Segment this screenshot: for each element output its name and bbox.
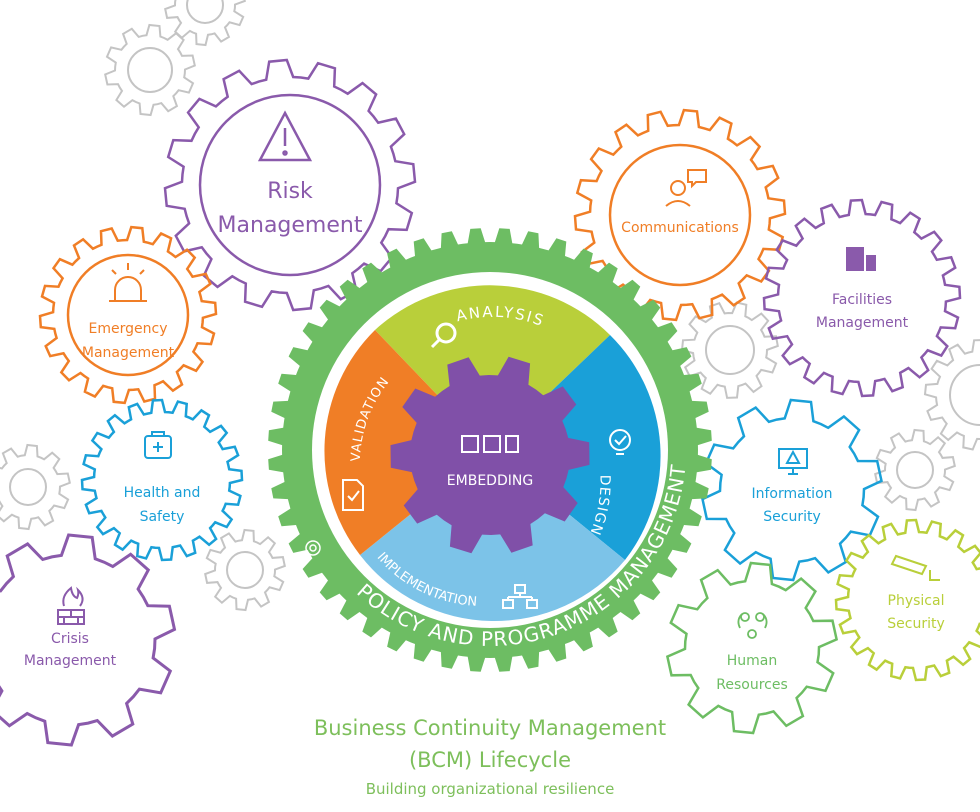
small-gear-icon [305, 540, 321, 556]
hr-gear-outline [665, 561, 839, 735]
risk-gear-outline-hub [198, 93, 382, 277]
communications-line1: Communications [621, 220, 739, 236]
facilities-gear: Facilities Management [816, 247, 909, 331]
siren-icon [109, 263, 147, 302]
grey-gear-mid-right [680, 301, 779, 399]
physical-line2: Security [887, 616, 945, 632]
health-gear: Health and Safety [124, 431, 201, 525]
lifecycle-wheel: POLICY AND PROGRAMME MANAGEMENT ANALYSIS… [268, 228, 712, 672]
grey-gear-top-hub [186, 0, 224, 24]
communications-gear-outline [573, 108, 787, 322]
first-aid-kit-icon [144, 431, 172, 459]
physical-line1: Physical [888, 593, 945, 609]
risk-gear-outline [163, 58, 417, 312]
health-line2: Safety [140, 509, 185, 525]
emergency-gear-outline [38, 225, 218, 405]
grey-gear-left [0, 443, 71, 531]
grey-gear-mid-right-hub [705, 325, 755, 375]
grey-gear-lower-left [204, 528, 286, 612]
infosec-gear-outline [701, 398, 883, 582]
crisis-gear: Crisis Management [24, 586, 117, 669]
grey-gear-upper-left-hub [127, 47, 173, 93]
facilities-gear-outline [762, 198, 962, 398]
infosec-gear: Information Security [751, 448, 833, 525]
hr-line1: Human [727, 653, 778, 669]
crisis-gear-outline [0, 533, 177, 747]
caption-title-line1: Business Continuity Management [313, 716, 667, 740]
grey-gear-right [874, 428, 956, 512]
background-gears [0, 0, 980, 612]
infosec-line1: Information [751, 486, 832, 502]
warning-icon [257, 110, 313, 162]
grey-gear-top [164, 0, 246, 47]
facilities-line2: Management [816, 315, 909, 331]
grey-gear-upper-left [104, 23, 196, 117]
risk-line2: Management [218, 213, 363, 238]
grey-gear-left-hub [9, 468, 47, 506]
document-check-icon [342, 479, 364, 511]
risk-gear: Risk Management [218, 110, 363, 238]
embedding-label: EMBEDDING [447, 473, 533, 489]
grey-gear-lower-left-hub [226, 551, 264, 589]
hr-line2: Resources [716, 677, 788, 693]
communications-gear: Communications [621, 169, 739, 236]
emergency-line1: Emergency [89, 321, 168, 337]
burning-wall-icon [57, 586, 85, 625]
hierarchy-icon [502, 584, 538, 609]
grey-gear-right-hub [896, 451, 934, 489]
analysis-segment [375, 285, 610, 450]
communications-gear-outline-hub [608, 143, 752, 287]
people-cycle-icon [737, 612, 768, 639]
caption-title-line2: (BCM) Lifecycle [408, 748, 571, 772]
risk-line1: Risk [267, 179, 313, 204]
embedding-gear [390, 356, 590, 554]
hr-gear: Human Resources [716, 612, 788, 693]
speech-person-icon [665, 169, 707, 207]
cctv-camera-icon [890, 554, 940, 581]
implementation-segment [360, 450, 625, 622]
emergency-line2: Management [82, 345, 175, 361]
physical-gear: Physical Security [887, 554, 945, 632]
health-line1: Health and [124, 485, 201, 501]
health-gear-outline [80, 398, 244, 562]
physical-gear-outline [834, 518, 980, 682]
emergency-gear: Emergency Management [82, 263, 175, 361]
computer-alert-icon [778, 448, 808, 475]
puzzle-icon [461, 435, 519, 453]
building-icon [846, 247, 876, 271]
infosec-line2: Security [763, 509, 821, 525]
crisis-line2: Management [24, 653, 117, 669]
function-gears [0, 58, 980, 747]
crisis-line1: Crisis [51, 631, 89, 647]
grey-gear-far-right [923, 339, 980, 451]
emergency-gear-outline-hub [66, 253, 190, 377]
facilities-line1: Facilities [832, 292, 892, 308]
lightbulb-icon [609, 429, 631, 455]
magnifier-icon [430, 322, 457, 349]
caption-subtitle: Building organizational resilience [365, 780, 615, 798]
grey-gear-far-right-hub [949, 364, 980, 426]
